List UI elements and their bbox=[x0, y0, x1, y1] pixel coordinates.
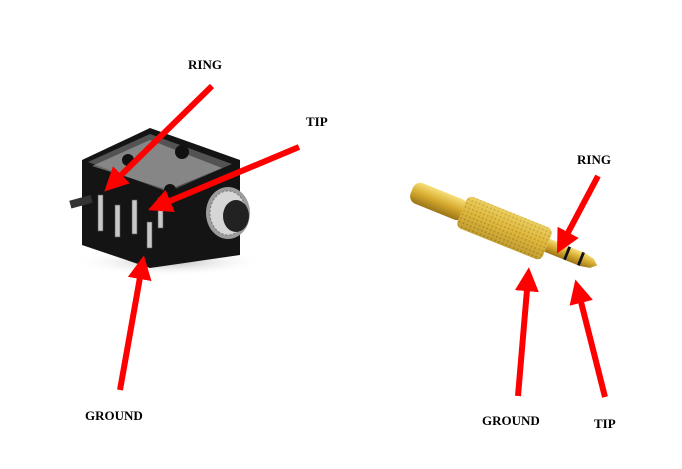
plug-tip-label: TIP bbox=[594, 416, 616, 431]
plug-ground-arrow bbox=[514, 267, 539, 397]
stereo-plug bbox=[410, 182, 598, 268]
plug-ground-label: GROUND bbox=[482, 413, 540, 428]
jack-ground-label: GROUND bbox=[85, 408, 143, 423]
jack-ring-label: RING bbox=[188, 57, 222, 72]
jack-ground-arrow bbox=[117, 255, 152, 391]
jack-tip-arrow bbox=[148, 144, 301, 212]
plug-ring-arrow bbox=[556, 174, 601, 254]
plug-ring-label: RING bbox=[577, 152, 611, 167]
plug-tip-arrow bbox=[569, 279, 608, 398]
jack-tip-label: TIP bbox=[306, 114, 328, 129]
jack-ring-arrow bbox=[104, 83, 215, 192]
